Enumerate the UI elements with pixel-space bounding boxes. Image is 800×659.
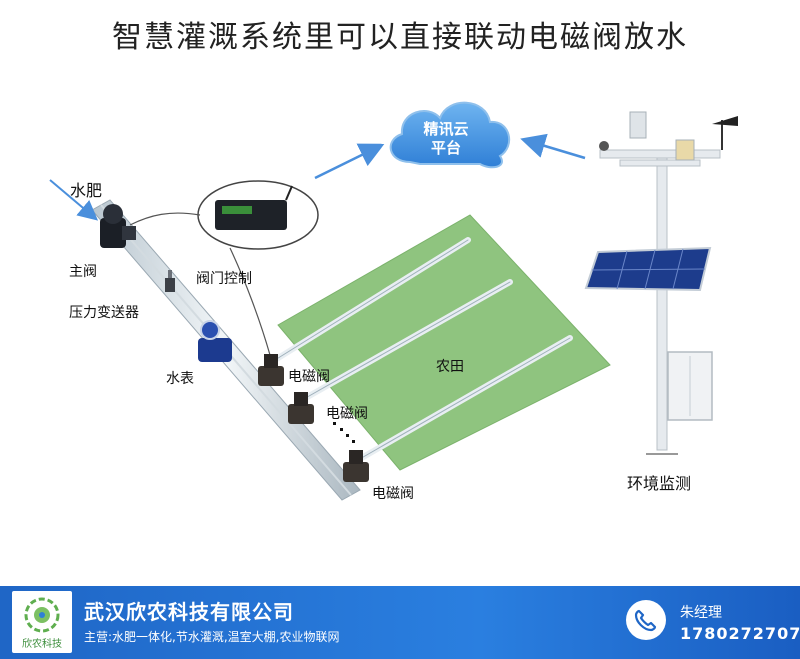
ellipsis-dots [333, 422, 355, 443]
irrigation-diagram [49, 101, 738, 501]
company-name: 武汉欣农科技有限公司 [84, 600, 294, 624]
arrow-to-cloud-left [314, 143, 385, 180]
logo-text: 欣农科技 [22, 639, 62, 650]
controller-icon [197, 180, 319, 250]
control-cabinet-icon [667, 351, 713, 421]
solar-panel-icon [584, 246, 712, 292]
weather-station-icon [599, 111, 738, 455]
logo: 欣农科技 [12, 591, 72, 653]
footer-banner: 欣农科技 武汉欣农科技有限公司 主营:水肥一体化,节水灌溉,温室大棚,农业物联网… [0, 586, 800, 659]
label-water-fertilizer: 水肥 [70, 181, 103, 200]
contact-phone: 17802727079 [680, 624, 800, 643]
water-meter-icon [198, 320, 232, 362]
phone-icon [626, 600, 666, 640]
arrow-to-cloud-right [520, 133, 586, 160]
label-solenoid-valve-3: 电磁阀 [372, 486, 414, 502]
page-title: 智慧灌溉系统里可以直接联动电磁阀放水 [112, 20, 688, 55]
main-valve-icon [100, 204, 136, 248]
inflow-arrow [49, 179, 99, 221]
label-solenoid-valve-1: 电磁阀 [288, 369, 330, 385]
cloud-label-line1: 精讯云 [423, 120, 469, 138]
control-wire [129, 212, 271, 356]
cloud-icon [389, 101, 510, 169]
valve-icon [288, 392, 314, 424]
valve-icon [258, 354, 284, 386]
irrigation-pipes [272, 237, 573, 463]
label-environment-monitoring: 环境监测 [627, 474, 692, 493]
cloud-label-line2: 平台 [430, 139, 461, 157]
farmland-field [277, 214, 611, 471]
pressure-transmitter-icon [165, 270, 175, 292]
label-pressure-transmitter: 压力变送器 [69, 305, 139, 321]
label-farmland: 农田 [436, 359, 464, 375]
label-water-meter: 水表 [166, 371, 194, 387]
valve-icon [343, 450, 369, 482]
logo-icon [24, 597, 60, 633]
contact-name: 朱经理 [680, 605, 722, 621]
business-scope: 主营:水肥一体化,节水灌溉,温室大棚,农业物联网 [84, 630, 340, 644]
label-valve-control: 阀门控制 [196, 271, 252, 287]
label-main-valve: 主阀 [69, 264, 97, 280]
label-solenoid-valve-2: 电磁阀 [326, 406, 368, 422]
